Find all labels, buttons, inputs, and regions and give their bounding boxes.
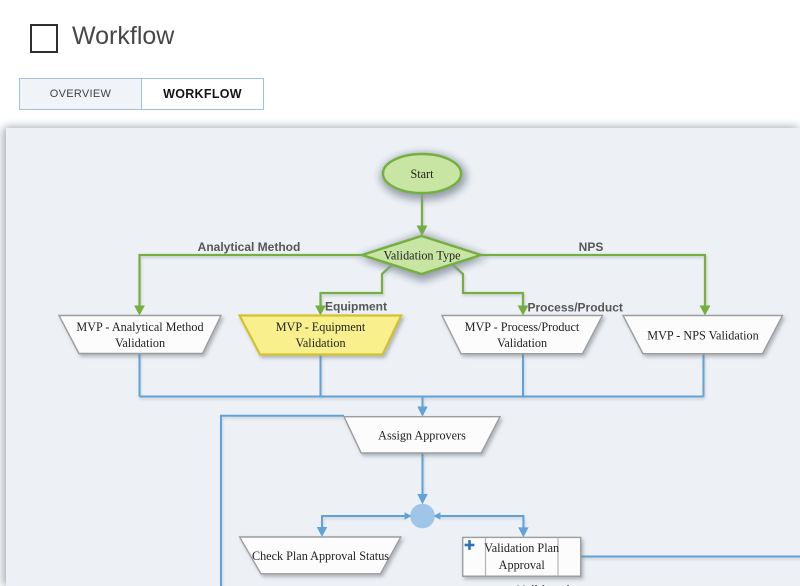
- svg-text:Process/Product: Process/Product: [528, 301, 623, 315]
- svg-text:Validation Plan: Validation Plan: [484, 541, 559, 555]
- svg-text:MVP - Process/Product: MVP - Process/Product: [465, 320, 580, 334]
- svg-text:Validation: Validation: [295, 336, 345, 350]
- svg-text:MVP - Analytical Method: MVP - Analytical Method: [76, 320, 203, 334]
- svg-text:Validation: Validation: [497, 336, 547, 350]
- svg-text:MVP - Equipment: MVP - Equipment: [276, 320, 366, 334]
- svg-text:Equipment: Equipment: [325, 300, 387, 314]
- svg-text:Start: Start: [410, 167, 434, 181]
- svg-text:Check Plan Approval Status: Check Plan Approval Status: [252, 549, 389, 563]
- svg-text:Assign Approvers: Assign Approvers: [378, 429, 466, 443]
- svg-text:NPS: NPS: [579, 240, 604, 254]
- svg-text:MVP - NPS Validation: MVP - NPS Validation: [647, 329, 758, 343]
- svg-text:Approval: Approval: [499, 558, 546, 572]
- svg-text:Validation: Validation: [115, 336, 165, 350]
- svg-text:Analytical Method: Analytical Method: [198, 240, 301, 254]
- svg-text:Validated: Validated: [517, 583, 570, 586]
- svg-text:Validation Type: Validation Type: [383, 249, 460, 263]
